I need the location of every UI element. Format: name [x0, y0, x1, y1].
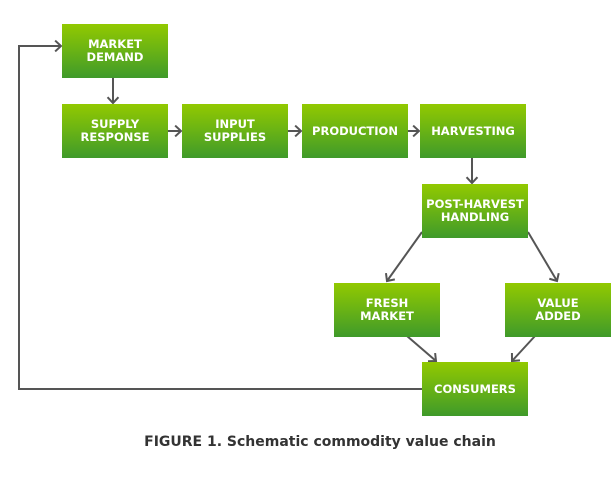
edge-fresh-market-to-consumers	[406, 335, 437, 362]
arrowhead-icon	[549, 272, 560, 283]
node-value-added: VALUE ADDED	[505, 283, 611, 337]
node-label: SUPPLY RESPONSE	[80, 117, 150, 144]
edge-value-added-to-consumers	[511, 335, 536, 362]
edge-post-harvest-to-value-added	[527, 231, 558, 282]
arrowhead-icon	[54, 39, 63, 53]
arrowhead-icon	[294, 124, 303, 138]
node-label: POST-HARVEST HANDLING	[426, 197, 524, 224]
node-label: INPUT SUPPLIES	[203, 117, 267, 144]
arrowhead-icon	[412, 124, 421, 138]
arrowhead-icon	[427, 352, 438, 363]
node-label: FRESH MARKET	[360, 296, 414, 323]
node-market-demand: MARKET DEMAND	[62, 24, 168, 78]
arrowhead-icon	[465, 176, 479, 185]
node-supply-response: SUPPLY RESPONSE	[62, 104, 168, 158]
node-consumers: CONSUMERS	[422, 362, 528, 416]
node-label: HARVESTING	[431, 123, 515, 138]
node-label: MARKET DEMAND	[86, 37, 144, 64]
node-label: VALUE ADDED	[535, 296, 581, 323]
node-production: PRODUCTION	[302, 104, 408, 158]
node-label: CONSUMERS	[434, 381, 516, 396]
node-post-harvest-handling: POST-HARVEST HANDLING	[422, 184, 528, 238]
edge-post-harvest-to-fresh-market	[386, 231, 423, 282]
figure-caption: FIGURE 1. Schematic commodity value chai…	[144, 434, 496, 450]
edge-feedback-consumers-to-market-demand	[18, 45, 422, 390]
node-harvesting: HARVESTING	[420, 104, 526, 158]
node-input-supplies: INPUT SUPPLIES	[182, 104, 288, 158]
arrowhead-icon	[384, 272, 396, 283]
arrowhead-icon	[106, 96, 120, 105]
arrowhead-icon	[174, 124, 183, 138]
node-label: PRODUCTION	[312, 123, 398, 138]
arrowhead-icon	[510, 352, 521, 363]
node-fresh-market: FRESH MARKET	[334, 283, 440, 337]
